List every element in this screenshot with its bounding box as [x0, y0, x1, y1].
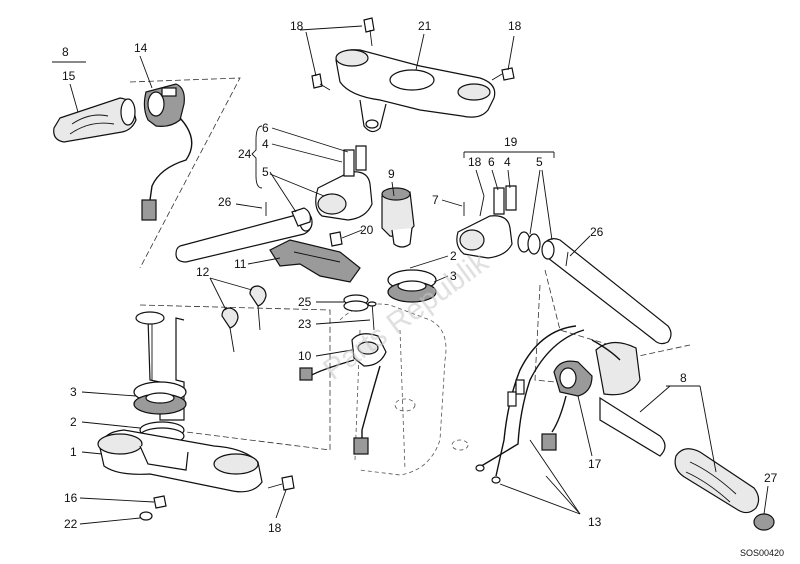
steering-bearing-lower: [133, 381, 187, 415]
throttle-cables: [475, 325, 621, 484]
top-triple-clamp: [335, 49, 496, 133]
left-switch-wire: [141, 117, 193, 221]
right-grip: [674, 448, 760, 514]
callout-labels: 8 15 14 18 21 18 6 4 24 5 26 9 20 2 3 11…: [62, 19, 778, 535]
left-handlebar-switch: [143, 83, 185, 127]
throttle-tube: [595, 341, 666, 457]
right-handlebar-switch: [541, 360, 593, 451]
callout-5-left: 5: [262, 165, 269, 179]
callout-19: 19: [504, 135, 518, 149]
callout-14: 14: [134, 41, 148, 55]
callout-18-topright: 18: [508, 19, 522, 33]
callout-9: 9: [388, 167, 395, 181]
callout-24: 24: [238, 147, 252, 161]
callout-2-left: 2: [70, 415, 77, 429]
steering-bearing-upper: [387, 269, 437, 303]
left-switch-connector: [141, 199, 157, 221]
assembly-outline-left: [129, 77, 241, 269]
callout-20: 20: [360, 223, 374, 237]
callout-23: 23: [298, 317, 312, 331]
clamp-bolt-16: [153, 495, 167, 509]
washer-22: [139, 511, 153, 521]
left-handlebar-tube: [175, 207, 313, 263]
callout-25: 25: [298, 295, 312, 309]
callout-21: 21: [418, 19, 432, 33]
bottom-triple-clamp: [97, 429, 263, 493]
callout-22: 22: [64, 517, 78, 531]
right-handlebar-tube: [541, 238, 672, 345]
callout-3-left: 3: [70, 385, 77, 399]
callout-18-right: 18: [468, 155, 482, 169]
callout-26-left: 26: [218, 195, 232, 209]
left-grip: [53, 97, 137, 143]
bar-end-weight: [753, 513, 775, 531]
left-handlebar-clamp: [315, 145, 373, 221]
immobilizer-antenna: [299, 333, 387, 455]
spacer-5-right: [517, 231, 541, 255]
callout-11: 11: [234, 257, 247, 271]
mounting-bracket: [269, 239, 361, 283]
callout-15: 15: [62, 69, 76, 83]
callout-18-top: 18: [290, 19, 304, 33]
small-bolt-20: [329, 231, 343, 247]
callout-17: 17: [588, 457, 602, 471]
callout-18-bottom: 18: [268, 521, 282, 535]
right-tube-pin: [565, 251, 569, 267]
callout-12: 12: [196, 265, 210, 279]
callout-26-right: 26: [590, 225, 604, 239]
callout-13: 13: [588, 515, 602, 529]
callout-4-left: 4: [262, 137, 269, 151]
callout-6-left: 6: [262, 121, 269, 135]
top-clamp-bolts: [311, 17, 515, 91]
clamp-bolt-18-bottom: [267, 475, 295, 491]
callout-4-right: 4: [504, 155, 511, 169]
callout-3-mid: 3: [450, 269, 457, 283]
callout-7: 7: [432, 193, 439, 207]
leader-lines: [52, 25, 769, 525]
ignition-switch: [381, 187, 415, 248]
right-handlebar-clamp: [456, 185, 517, 259]
screw-23: [367, 301, 377, 331]
callout-2-mid: 2: [450, 249, 457, 263]
callout-16: 16: [64, 491, 78, 505]
assembly-outline-bottom-left: [139, 304, 331, 451]
bearing-ring-25: [343, 294, 369, 312]
callout-1: 1: [70, 445, 77, 459]
drawing-code: SOS00420: [740, 548, 784, 558]
callout-27: 27: [764, 471, 778, 485]
callout-5-right: 5: [536, 155, 543, 169]
callout-10: 10: [298, 349, 312, 363]
ignition-keys: [221, 285, 267, 353]
callout-8-top: 8: [62, 45, 69, 59]
callout-8-right: 8: [680, 371, 687, 385]
callout-6-right: 6: [488, 155, 495, 169]
